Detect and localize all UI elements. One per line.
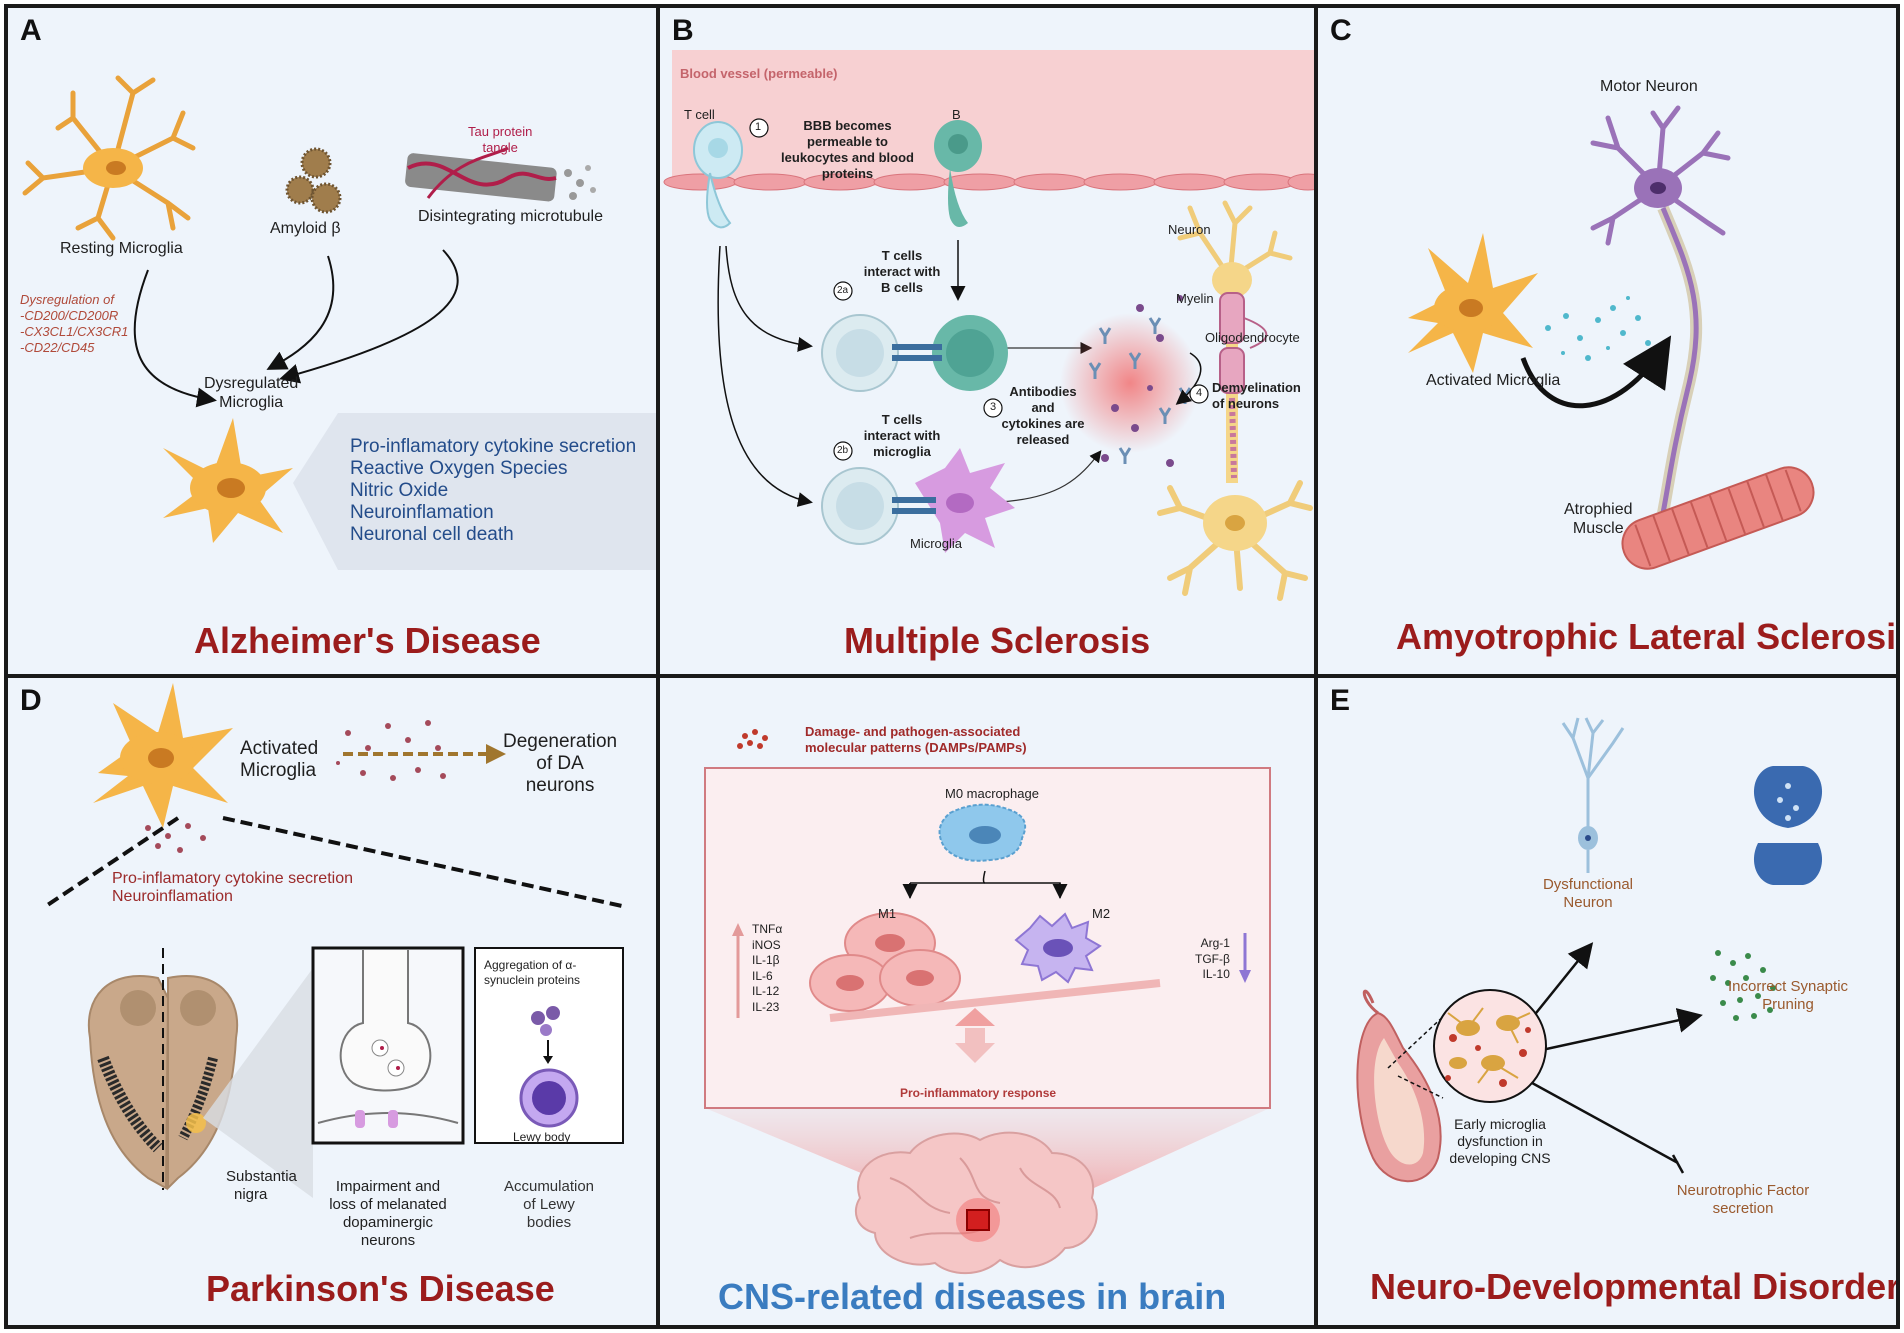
- lewy-body-label: Lewy body: [513, 1130, 571, 1144]
- blood-vessel: [672, 50, 1314, 186]
- activated-microglia-label: Activated Microglia: [1426, 372, 1561, 389]
- dysfunctional-neuron-icon: [1561, 717, 1625, 828]
- amyloid-label: Amyloid β: [270, 220, 341, 237]
- microtubule-icon: [405, 146, 596, 202]
- panel-d-art: [44, 683, 624, 1198]
- m2-macrophage-icon: [1014, 912, 1102, 984]
- lewy-body-icon: [519, 1006, 579, 1128]
- panel-c: C Motor Neuron Activated Microglia Atrop…: [1314, 4, 1900, 678]
- response-label: Pro-inflammatory response: [900, 1086, 1057, 1100]
- fetus-icon: [1356, 989, 1442, 1183]
- panel-c-label: C: [1330, 14, 1352, 47]
- step3-num: 3: [990, 401, 997, 413]
- motor-neuron-icon: [1590, 105, 1731, 558]
- m0-macrophage-icon: [938, 803, 1026, 862]
- activated-microglia-icon: [93, 683, 233, 828]
- step1-num: 1: [755, 121, 762, 133]
- t-cell-icon: [693, 121, 743, 229]
- resting-microglia-icon: [22, 75, 196, 241]
- t-microglia-interaction-icon: [821, 448, 1015, 553]
- step2a-num: 2a: [837, 285, 849, 296]
- m1-macrophage-icon: [809, 912, 961, 1012]
- panel-center-art: [704, 729, 1271, 1275]
- synaptic-pruning-icon: [1753, 766, 1823, 885]
- resting-microglia-label: Resting Microglia: [60, 240, 183, 257]
- neuron-label: Neuron: [1168, 222, 1211, 237]
- m2-label: M2: [1092, 906, 1111, 921]
- step4-num: 4: [1196, 387, 1203, 399]
- neuron-icon: [1157, 200, 1313, 601]
- b-cell-icon: [934, 120, 982, 227]
- dysregulated-microglia-icon: [163, 418, 293, 543]
- brain-icon: [854, 1131, 1098, 1275]
- panel-a-label: A: [20, 14, 42, 47]
- activated-microglia-icon: [1408, 233, 1538, 373]
- panel-e-title: Neuro-Developmental Disorders: [1370, 1266, 1900, 1307]
- b-cell-label: B: [952, 107, 961, 122]
- panel-a-title: Alzheimer's Disease: [194, 620, 541, 661]
- midbrain-section-icon: [87, 975, 239, 1191]
- t-b-interaction-icon: [821, 314, 1008, 392]
- panel-a: A Resting Microglia Amyloid β Tau protei…: [4, 4, 660, 678]
- amyloid-beta-icon: [285, 147, 342, 214]
- panel-c-title: Amyotrophic Lateral Sclerosis: [1396, 616, 1900, 657]
- panel-e-label: E: [1330, 684, 1351, 717]
- panel-b-label: B: [672, 14, 694, 47]
- step2b-num: 2b: [837, 445, 849, 456]
- m1-label: M1: [878, 906, 897, 921]
- panel-d-label: D: [20, 684, 42, 717]
- panel-b-art: [663, 50, 1314, 601]
- panel-b-title: Multiple Sclerosis: [844, 620, 1151, 661]
- m0-label: M0 macrophage: [945, 786, 1039, 801]
- panel-b: B Blood vessel (permeable) T cell B 1 BB…: [656, 4, 1318, 678]
- center-title: CNS-related diseases in brain: [718, 1276, 1227, 1317]
- microglia-cluster-icon: [1445, 1007, 1531, 1087]
- oligodendrocyte-label: Oligodendrocyte: [1205, 330, 1300, 345]
- t-cell-label: T cell: [684, 107, 715, 122]
- aggregation-label: Aggregation of α-synuclein proteins: [484, 958, 581, 987]
- damps-icon: [737, 729, 768, 749]
- panel-a-art: [22, 75, 656, 570]
- dysregulation-list: Dysregulation of-CD200/CD200R -CX3CL1/CX…: [20, 292, 129, 355]
- motor-neuron-label: Motor Neuron: [1600, 78, 1698, 95]
- blood-vessel-label: Blood vessel (permeable): [680, 66, 838, 81]
- panel-d-title: Parkinson's Disease: [206, 1268, 555, 1309]
- panel-c-art: [1408, 105, 1815, 570]
- neurotrophic-factor-icon: [1710, 950, 1776, 1021]
- microglia-label: Microglia: [910, 536, 963, 551]
- atrophied-muscle-icon: [1621, 466, 1815, 570]
- synapse-icon: [317, 950, 459, 1128]
- myelin-label: Myelin: [1176, 291, 1214, 306]
- microtubule-label: Disintegrating microtubule: [418, 208, 603, 225]
- panel-e-art: [1356, 717, 1823, 1183]
